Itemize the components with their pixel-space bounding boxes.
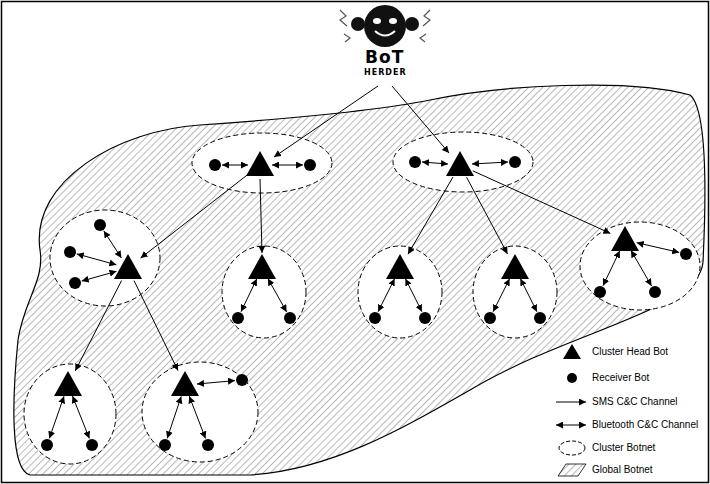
legend-text: Receiver Bot (591, 372, 650, 384)
cluster-head-bots (54, 151, 639, 396)
sms-channels (75, 86, 610, 371)
bluetooth-channels (49, 162, 679, 439)
legend-text: Bluetooth C&C Channel (591, 419, 699, 431)
herder-subtitle: HERDER (364, 68, 407, 77)
receiver-bots (41, 156, 692, 451)
cluster-botnets (24, 132, 700, 464)
global-botnet-region (14, 85, 705, 475)
legend-text: Cluster Head Bot (591, 346, 669, 358)
legend-text: SMS C&C Channel (591, 396, 679, 408)
legend-text: Global Botnet (591, 464, 654, 476)
herder-title: BoT (365, 48, 404, 66)
legend-samples (556, 344, 586, 476)
legend-text: Cluster Botnet (591, 442, 656, 454)
bot-herder-icon (340, 5, 430, 47)
